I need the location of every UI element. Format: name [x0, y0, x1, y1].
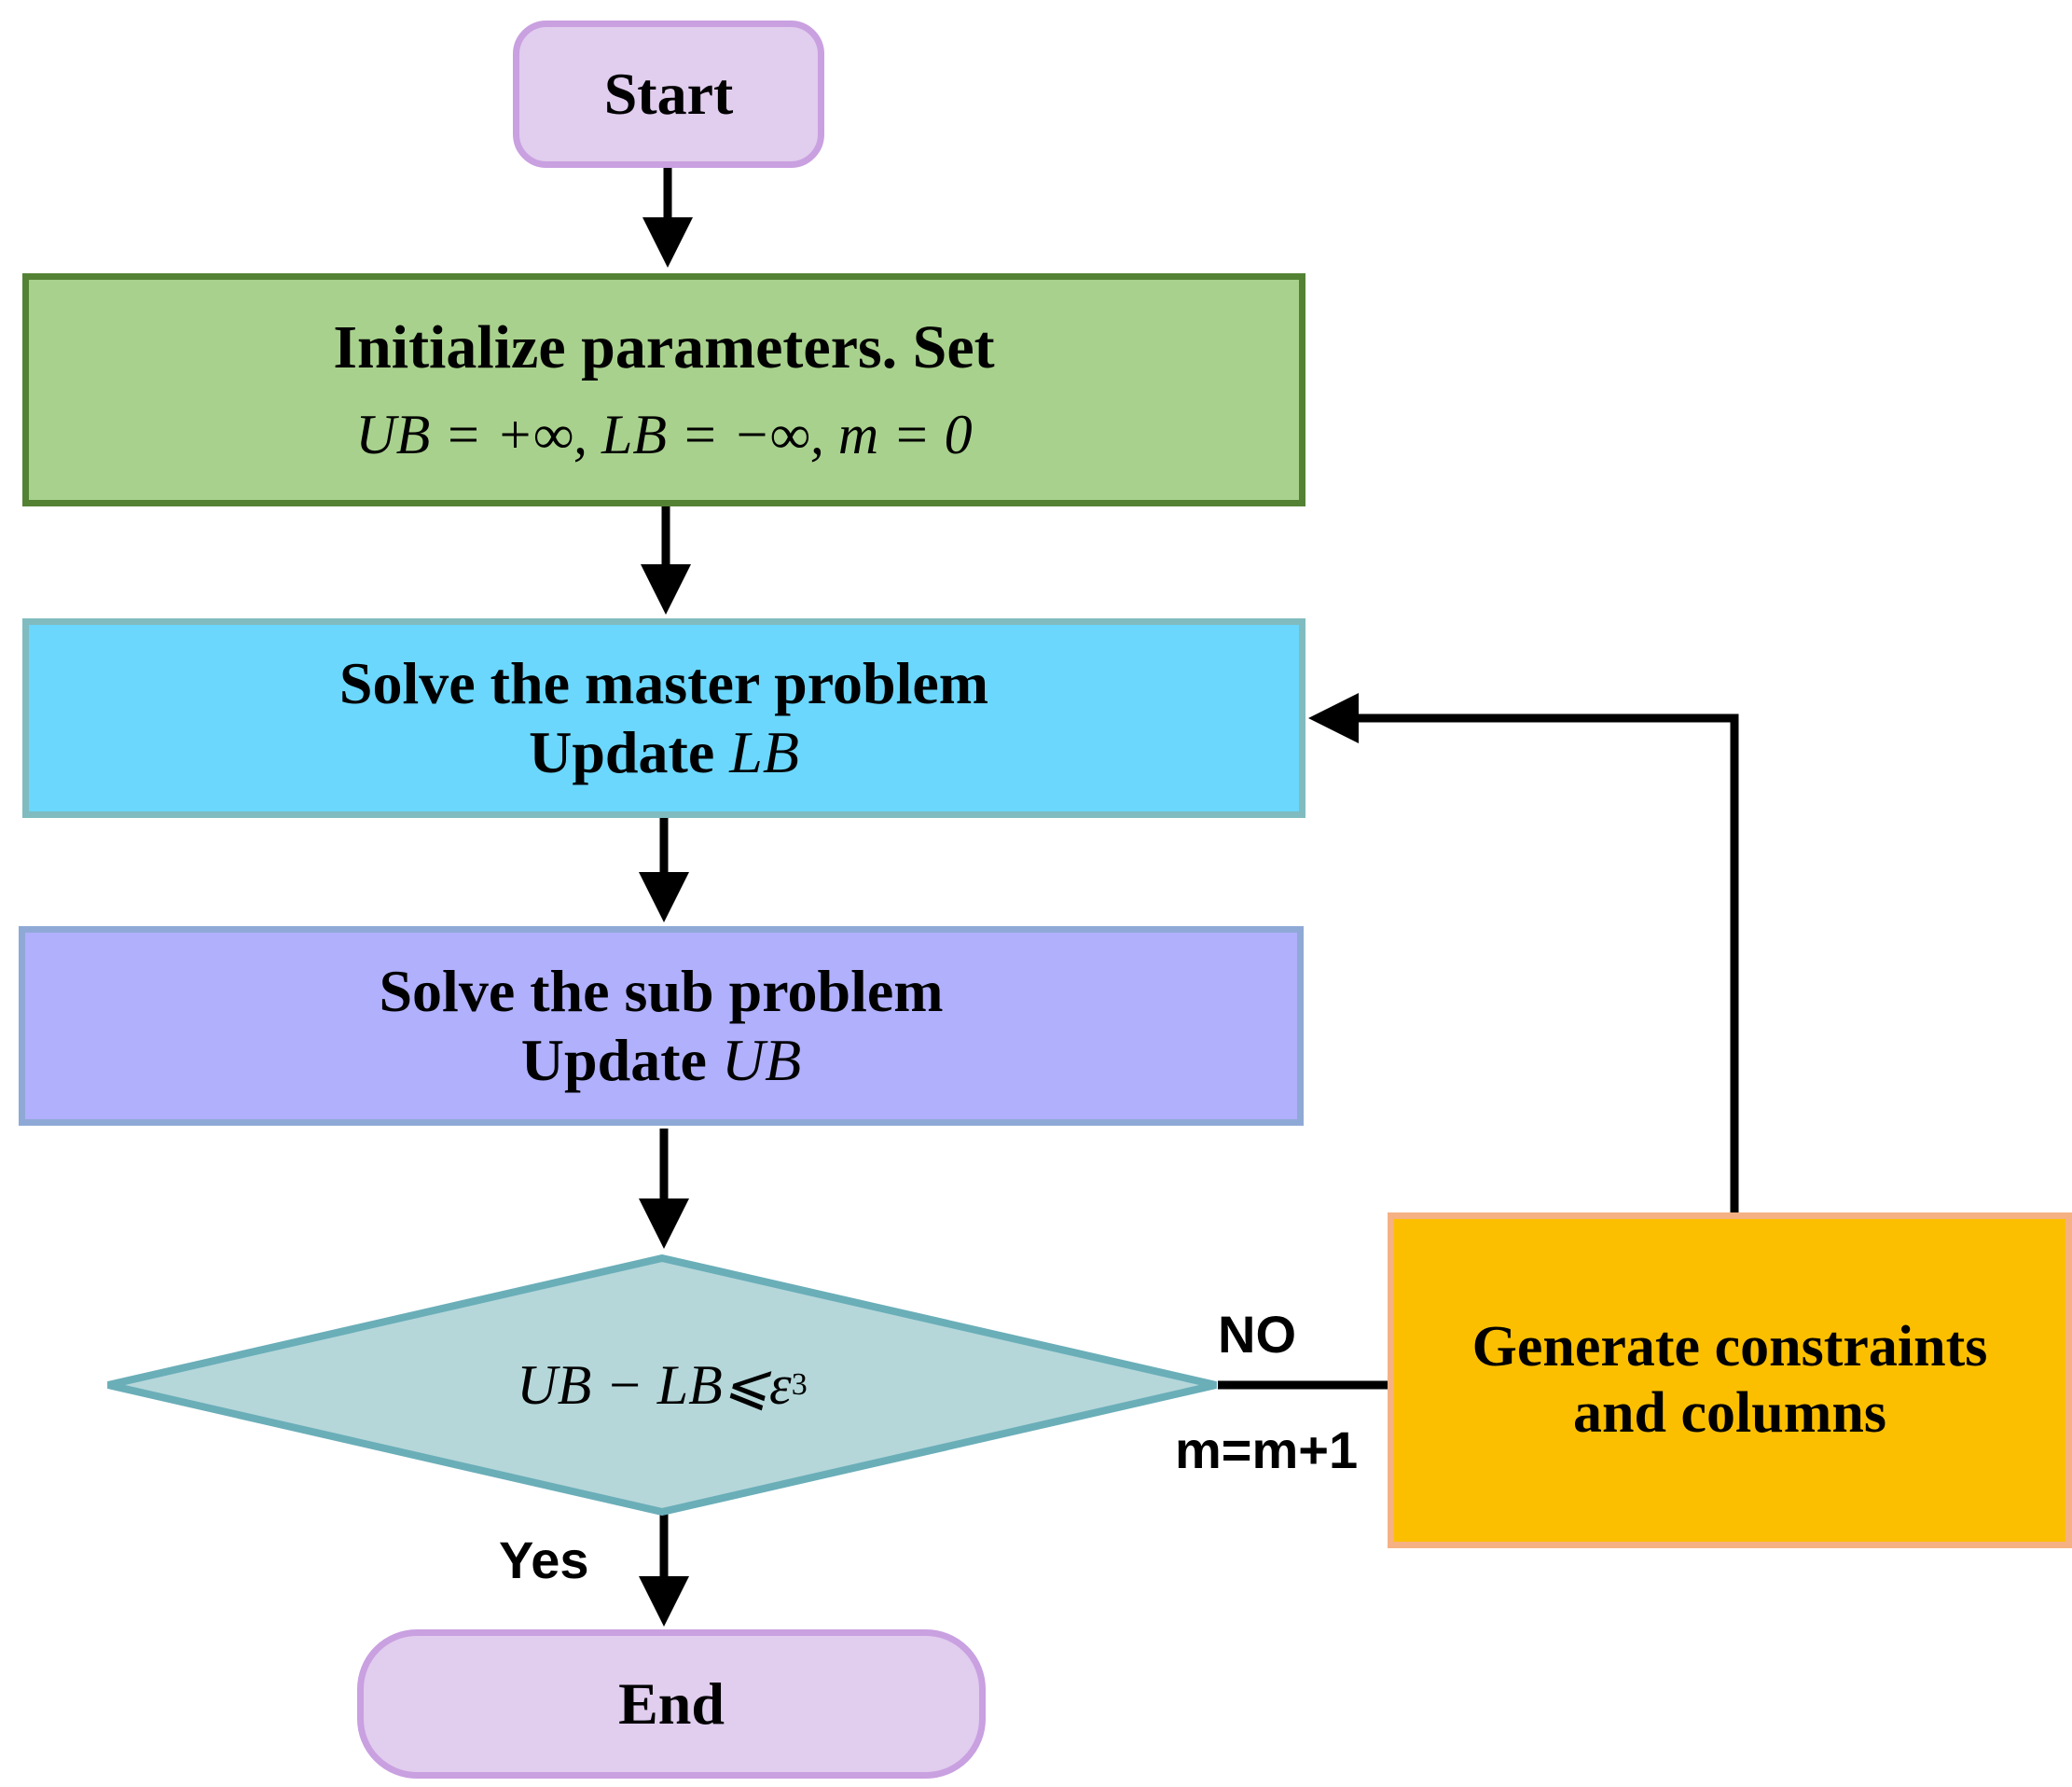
initialize-title: Initialize parameters. Set [333, 312, 995, 381]
end-label: End [618, 1670, 725, 1738]
start-node: Start [513, 21, 824, 168]
sub-problem-step: Solve the sub problem Update UB [19, 926, 1304, 1126]
master-update-text: Update [529, 719, 715, 785]
master-problem-update: Update LB [529, 718, 799, 787]
start-label: Start [603, 61, 734, 128]
decision-condition-text: UB − LB⩽ε [517, 1354, 792, 1416]
edge-label-no: NO [1218, 1305, 1296, 1364]
decision-diamond [107, 1254, 1217, 1516]
initialize-formula: UB = +∞, LB = −∞, m = 0 [355, 404, 973, 466]
sub-problem-title: Solve the sub problem [379, 958, 944, 1025]
edge-label-increment: m=m+1 [1175, 1420, 1359, 1479]
master-update-variable: LB [729, 719, 799, 785]
sub-update-variable: UB [721, 1027, 802, 1093]
master-problem-title: Solve the master problem [338, 650, 989, 717]
arrow-generate-to-master [1308, 693, 1739, 1212]
edge-label-yes: Yes [499, 1531, 589, 1589]
decision-condition-subscript: 3 [791, 1367, 808, 1402]
generate-subtitle: and columns [1573, 1381, 1886, 1445]
sub-update-text: Update [520, 1027, 707, 1093]
generate-step: Generate constraints and columns [1388, 1212, 2072, 1548]
master-problem-step: Solve the master problem Update LB [22, 618, 1305, 818]
generate-title: Generate constraints [1471, 1314, 1988, 1378]
end-node: End [357, 1629, 986, 1779]
initialize-step: Initialize parameters. Set UB = +∞, LB =… [22, 273, 1305, 506]
sub-problem-update: Update UB [521, 1026, 801, 1095]
